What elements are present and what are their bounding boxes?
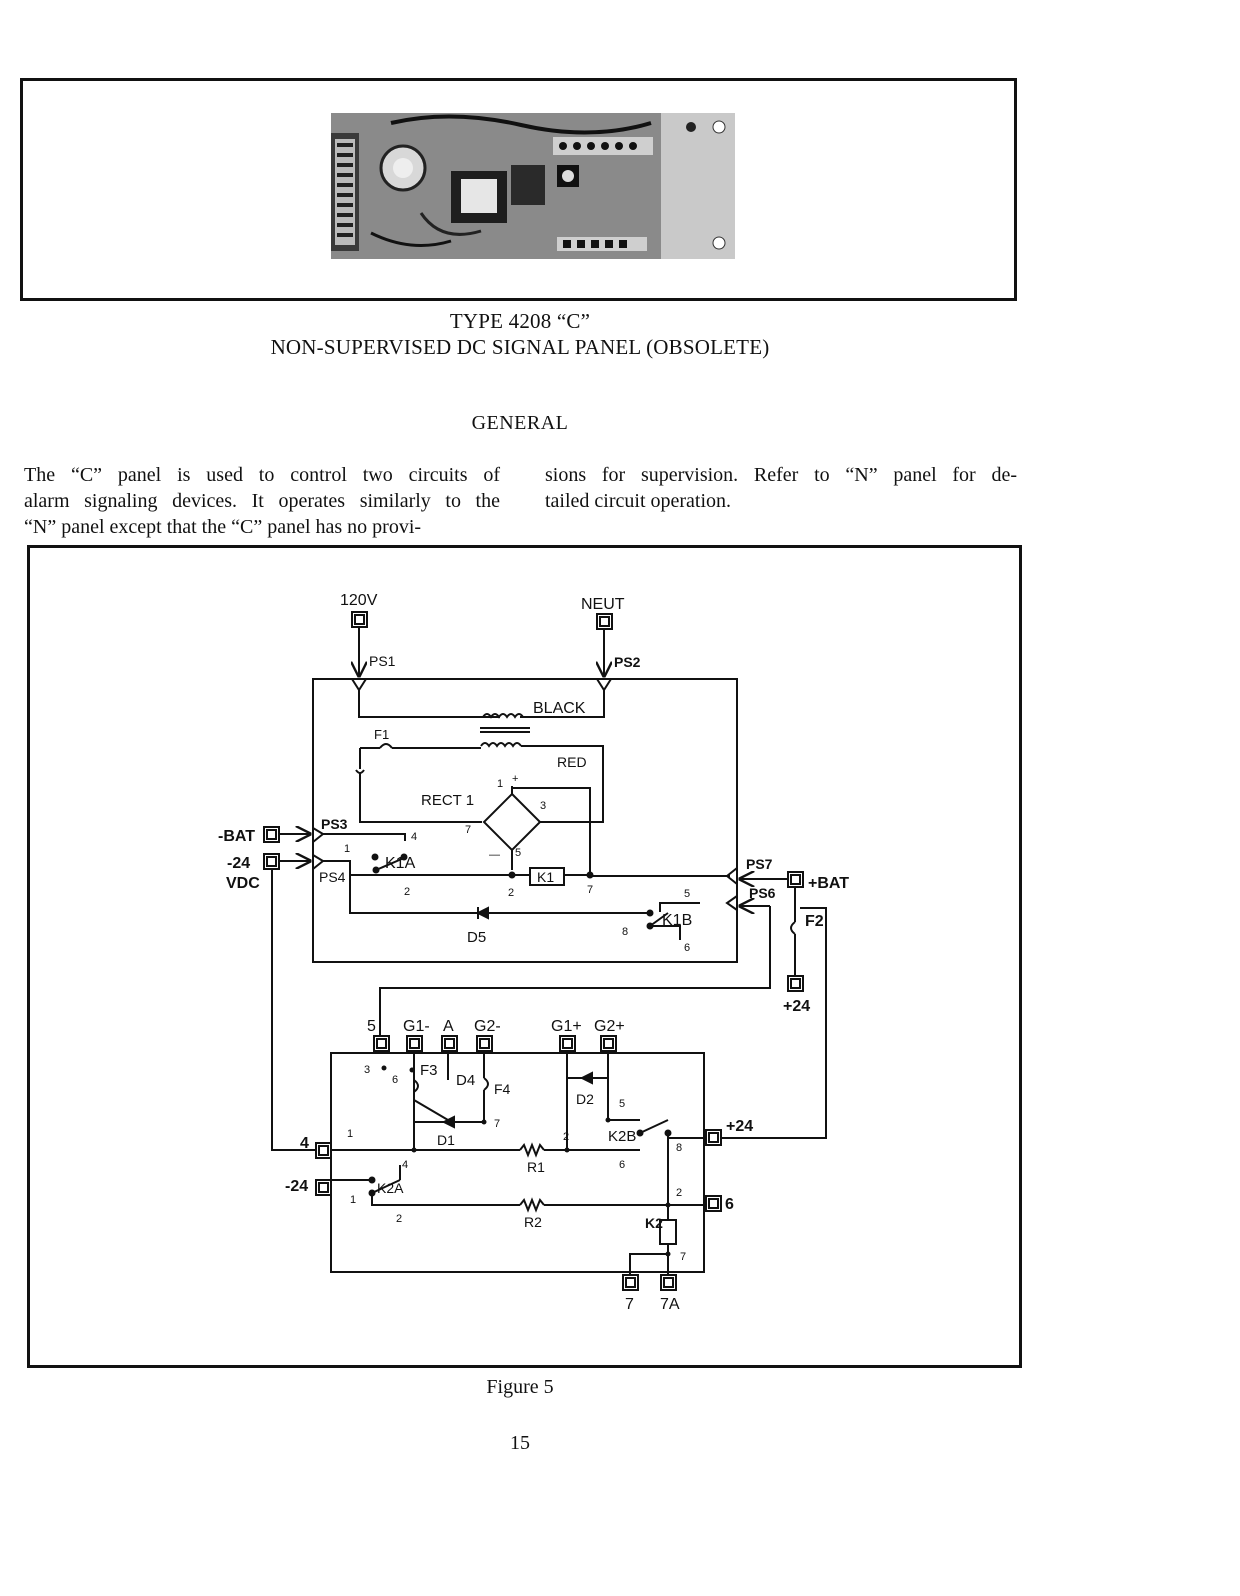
label-terminal-7a: 7A bbox=[660, 1296, 680, 1313]
signal-board bbox=[330, 1052, 705, 1273]
label-terminal-5: 5 bbox=[367, 1018, 376, 1035]
pin-label: 7 bbox=[587, 884, 593, 896]
photo-frame bbox=[20, 78, 1017, 301]
label-red: RED bbox=[557, 754, 587, 770]
pin-label: 8 bbox=[676, 1142, 682, 1154]
caption-type: TYPE 4208 “C” bbox=[449, 309, 591, 333]
label-g2-plus: G2+ bbox=[594, 1018, 625, 1035]
pin-label: 6 bbox=[684, 942, 690, 954]
pin-label: + bbox=[512, 773, 518, 785]
pin-label: 1 bbox=[497, 778, 503, 790]
pin-label: 5 bbox=[619, 1098, 625, 1110]
label-r1: R1 bbox=[527, 1159, 545, 1175]
pin-label: 1 bbox=[344, 843, 350, 855]
label-k2a: K2A bbox=[377, 1180, 404, 1196]
label-k1: K1 bbox=[537, 869, 554, 885]
label-ps2: PS2 bbox=[614, 654, 641, 670]
pin-label: 4 bbox=[411, 831, 417, 843]
label-a: A bbox=[443, 1018, 454, 1035]
label-ps3: PS3 bbox=[321, 816, 348, 832]
pin-label: 5 bbox=[684, 888, 690, 900]
label-ps4: PS4 bbox=[319, 869, 346, 885]
terminal-pos-bat bbox=[787, 871, 804, 888]
pin-label: 7 bbox=[494, 1118, 500, 1130]
label-ps1: PS1 bbox=[369, 653, 396, 669]
label-d4: D4 bbox=[456, 1072, 475, 1089]
label-terminal-6: 6 bbox=[725, 1196, 734, 1213]
label-terminal-7: 7 bbox=[625, 1296, 634, 1313]
label-pos24-lower: +24 bbox=[726, 1118, 753, 1135]
pin-label: 2 bbox=[563, 1131, 569, 1143]
pin-label: — bbox=[489, 849, 500, 861]
circuit-board-photo bbox=[331, 113, 735, 259]
label-f2: F2 bbox=[805, 913, 824, 930]
pin-label: 3 bbox=[364, 1064, 370, 1076]
label-ps6: PS6 bbox=[749, 885, 776, 901]
label-d2: D2 bbox=[576, 1091, 594, 1107]
pin-label: 2 bbox=[396, 1213, 402, 1225]
label-ps7: PS7 bbox=[746, 856, 773, 872]
label-neg24-lower: -24 bbox=[285, 1178, 308, 1195]
label-neg24: -24 bbox=[227, 855, 250, 872]
label-d5: D5 bbox=[467, 929, 486, 946]
body-line: tailed circuit operation. bbox=[545, 490, 732, 512]
body-right-column: sions for supervision. Refer to “N” pane… bbox=[545, 462, 1017, 514]
body-left-column: The “C” panel is used to control two cir… bbox=[24, 462, 500, 540]
pin-label: 1 bbox=[350, 1194, 356, 1206]
label-g2-minus: G2- bbox=[474, 1018, 501, 1035]
body-line: alarm signaling devices. It operates sim… bbox=[24, 490, 500, 512]
label-k2: K2 bbox=[645, 1215, 663, 1231]
schematic-frame bbox=[27, 545, 1022, 1368]
figure-caption: Figure 5 bbox=[486, 1376, 554, 1398]
pin-label: 2 bbox=[676, 1187, 682, 1199]
pin-label: 7 bbox=[680, 1251, 686, 1263]
label-vdc: VDC bbox=[226, 875, 260, 892]
body-line: sions for supervision. Refer to “N” pane… bbox=[545, 464, 1017, 486]
pin-label: 2 bbox=[508, 887, 514, 899]
label-pos24-top: +24 bbox=[783, 998, 810, 1015]
label-g1-plus: G1+ bbox=[551, 1018, 582, 1035]
label-pos-bat: +BAT bbox=[808, 875, 849, 892]
label-r2: R2 bbox=[524, 1214, 542, 1230]
terminal-pos24-top bbox=[787, 975, 804, 992]
label-120v: 120V bbox=[340, 592, 378, 609]
pin-label: 4 bbox=[402, 1159, 408, 1171]
pin-label: 6 bbox=[619, 1159, 625, 1171]
body-line: “N” panel except that the “C” panel has … bbox=[24, 516, 422, 538]
caption-title: NON-SUPERVISED DC SIGNAL PANEL (OBSOLETE… bbox=[270, 335, 770, 359]
page-number: 15 bbox=[510, 1432, 530, 1454]
power-supply-board bbox=[312, 678, 738, 963]
terminal-neg-bat bbox=[263, 826, 280, 843]
label-g1-minus: G1- bbox=[403, 1018, 430, 1035]
pin-label: 2 bbox=[404, 886, 410, 898]
terminal-120v bbox=[351, 611, 368, 628]
label-k2b: K2B bbox=[608, 1128, 636, 1145]
label-f4: F4 bbox=[494, 1081, 511, 1097]
label-rect1: RECT 1 bbox=[421, 792, 474, 809]
label-d1: D1 bbox=[437, 1132, 455, 1148]
pin-label: 6 bbox=[392, 1074, 398, 1086]
label-f3: F3 bbox=[420, 1062, 438, 1079]
terminal-neut bbox=[596, 613, 613, 630]
label-neut: NEUT bbox=[581, 596, 625, 613]
pin-label: 1 bbox=[347, 1128, 353, 1140]
label-black: BLACK bbox=[533, 700, 586, 717]
label-terminal-4: 4 bbox=[300, 1135, 309, 1152]
pin-label: 5 bbox=[515, 847, 521, 859]
label-k1b: K1B bbox=[662, 912, 692, 929]
pin-label: 3 bbox=[540, 800, 546, 812]
label-neg-bat: -BAT bbox=[218, 828, 255, 845]
body-line: The “C” panel is used to control two cir… bbox=[24, 464, 500, 486]
label-k1a: K1A bbox=[385, 855, 416, 872]
label-f1: F1 bbox=[374, 727, 389, 742]
pin-label: 8 bbox=[622, 926, 628, 938]
section-heading: GENERAL bbox=[471, 412, 569, 434]
pin-label: 7 bbox=[465, 824, 471, 836]
